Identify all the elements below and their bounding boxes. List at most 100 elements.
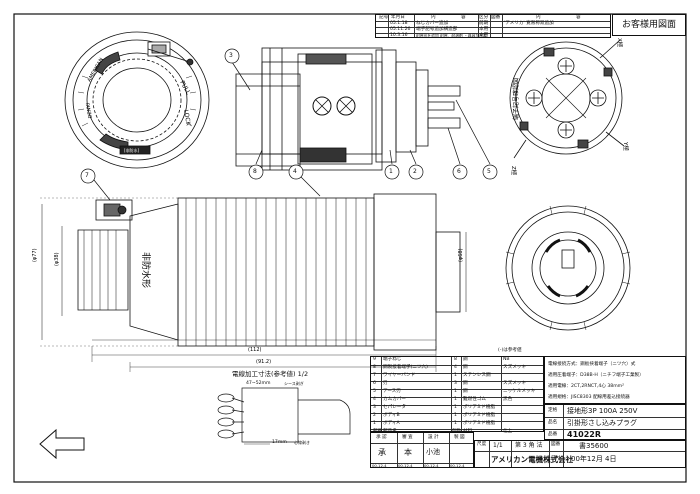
phi68-text: (φ68): [458, 248, 464, 262]
approval-block: 承 認 審 査 設 計 製 図 承 本 小池 00.12.4 00.12.4 0…: [370, 432, 474, 468]
part-number: 1: [373, 421, 376, 426]
part-name: ワイヤーバンド: [383, 373, 416, 378]
part-qty: 1: [454, 421, 457, 426]
terminal-view: [509, 39, 625, 159]
approval-label-4: 製 図: [454, 435, 465, 440]
part-finish: スズメッキ: [503, 365, 526, 370]
callout-3: [224, 48, 251, 91]
scale-block: 尺度 1/1 第 3 角 法 図番 書35600 アメリカン電機株式会社 日付 …: [474, 440, 686, 468]
part-number: 4: [373, 397, 376, 402]
approval-date-4: 00.12.4: [450, 463, 465, 468]
part-number: 7: [373, 373, 376, 378]
rev-head-date: 年月日: [391, 15, 405, 20]
denki-text: DENKI: [85, 102, 94, 118]
part-material: 鋼: [463, 357, 468, 362]
part-finish: ニッケルメッキ: [503, 389, 536, 394]
callout-num-8: 8: [253, 168, 257, 175]
part-qty: 1: [454, 389, 457, 394]
part-material: 鋼: [463, 381, 468, 386]
part-name: ボディA: [383, 421, 400, 426]
plug-end-view: [64, 31, 210, 169]
part-number: 6: [373, 381, 376, 386]
plug-long-view: [40, 193, 467, 372]
part-name: ボディB: [383, 413, 400, 418]
rev2-text: 端子記号追加構造部: [416, 27, 458, 32]
hibosui-text: 非防水形: [140, 252, 152, 288]
approval-label-2: 審 査: [402, 435, 413, 440]
small-mark-text: [非防水]: [124, 147, 140, 153]
part-number: 3: [373, 405, 376, 410]
callout-num-1: 1: [389, 168, 393, 175]
drawing-number: 書35600: [579, 442, 609, 450]
part-number: 5: [373, 389, 376, 394]
approval-date-3: 00.12.4: [424, 463, 439, 468]
rating-label: 定格: [548, 408, 558, 413]
model-label: 品番: [548, 432, 558, 437]
part-material: 難燃性ゴム: [463, 397, 486, 402]
part-material: 鋼: [463, 365, 468, 370]
approval-date-2: 00.12.4: [398, 463, 413, 468]
phi38-text: (φ38): [54, 252, 60, 266]
lock-text: LOCK: [182, 109, 192, 127]
rev-head-naiyo1: 内: [536, 15, 541, 20]
callout-num-2: 2: [413, 168, 417, 175]
callout-num-3: 3: [229, 52, 233, 59]
rev-head-content2: 容: [461, 15, 466, 20]
rev-head-mark: 記号: [379, 15, 389, 20]
part-qty: 8: [454, 357, 457, 362]
rev1-date: 05.1.18: [390, 21, 408, 26]
part-qty: 1: [454, 413, 457, 418]
rev3-kubun: 本用: [479, 33, 489, 38]
part-qty: 1: [454, 397, 457, 402]
date-label: 日付: [551, 456, 561, 461]
rating-text: 接地形3P 100A 250V: [567, 407, 638, 415]
part-head-no: 部番: [373, 429, 383, 434]
callouts-long: [80, 164, 321, 201]
spec-line-1: 電線接続方式：鋼板挟着端子（ニツ穴）式: [548, 362, 636, 367]
approval-date-1: 00.12.4: [372, 463, 387, 468]
approval-seal-3: 小池: [426, 448, 440, 456]
wire-processing-title: 電線加工寸法(参考値) 1/2: [232, 370, 309, 378]
part-name: 端子ねじ: [383, 357, 402, 362]
rev3-text: 耐寒形を追加 耐寒、耐溶剤 ・器具が木製: [416, 33, 487, 38]
terminal-label-text: 端子記号確認図: [512, 78, 520, 120]
callout-num-4: 4: [293, 168, 297, 175]
part-material: 鋼: [463, 389, 468, 394]
rev-head-zuban: 図番: [491, 15, 501, 20]
part-head-name: 部品名: [383, 429, 397, 434]
plug-face-view: [505, 205, 631, 331]
part-head-qty: 個数: [452, 429, 462, 434]
part-name: アース刃: [383, 389, 401, 394]
part-qty: 1: [454, 405, 457, 410]
x-pole-text: X極: [616, 38, 624, 48]
drawing-date: 00年12月 4日: [571, 455, 617, 463]
approval-seal-1: 承: [378, 448, 386, 457]
direction-arrow: [39, 428, 85, 460]
part-name: カムカバー: [383, 397, 406, 402]
plug-side-view: [235, 47, 461, 171]
specs-block: 電線接続方式：鋼板挟着端子（ニツ穴）式 適用圧着端子：D38B-H（ニチフ端子工…: [544, 356, 686, 404]
rev1-kubun: 前期: [479, 21, 489, 26]
part-number: 8: [373, 365, 376, 370]
product-name-label: 品名: [548, 420, 558, 425]
callout-num-5: 5: [487, 168, 491, 175]
rev2-date: 05.11.26: [390, 27, 411, 32]
reference-note: (-)は参考値: [498, 348, 522, 353]
part-finish: スズメッキ: [503, 381, 526, 386]
approval-label-3: 設 計: [428, 435, 439, 440]
callout-num-7: 7: [85, 172, 89, 179]
part-finish: 黒色: [503, 397, 513, 402]
rev3-date: 10.3.16: [390, 33, 408, 38]
part-number: 9: [373, 357, 376, 362]
callouts-side: [248, 99, 498, 180]
part-name: 刃: [383, 381, 388, 386]
spec-line-2: 適用圧着端子：D38B-H（ニチフ端子工業製）: [548, 373, 644, 378]
rev1-naiyo: 'アメリカ' 寛限称双追加: [504, 21, 554, 26]
title-block: 定格 接地形3P 100A 250V 品名 引掛形さし込みプラグ 品番 4102…: [544, 404, 686, 440]
part-head-material: 材料: [463, 429, 473, 434]
wire-dim1: 47~52mm: [246, 381, 271, 386]
company-name: アメリカン電機株式会社: [491, 455, 574, 464]
customer-drawing-title: お客様用図面: [612, 14, 686, 36]
